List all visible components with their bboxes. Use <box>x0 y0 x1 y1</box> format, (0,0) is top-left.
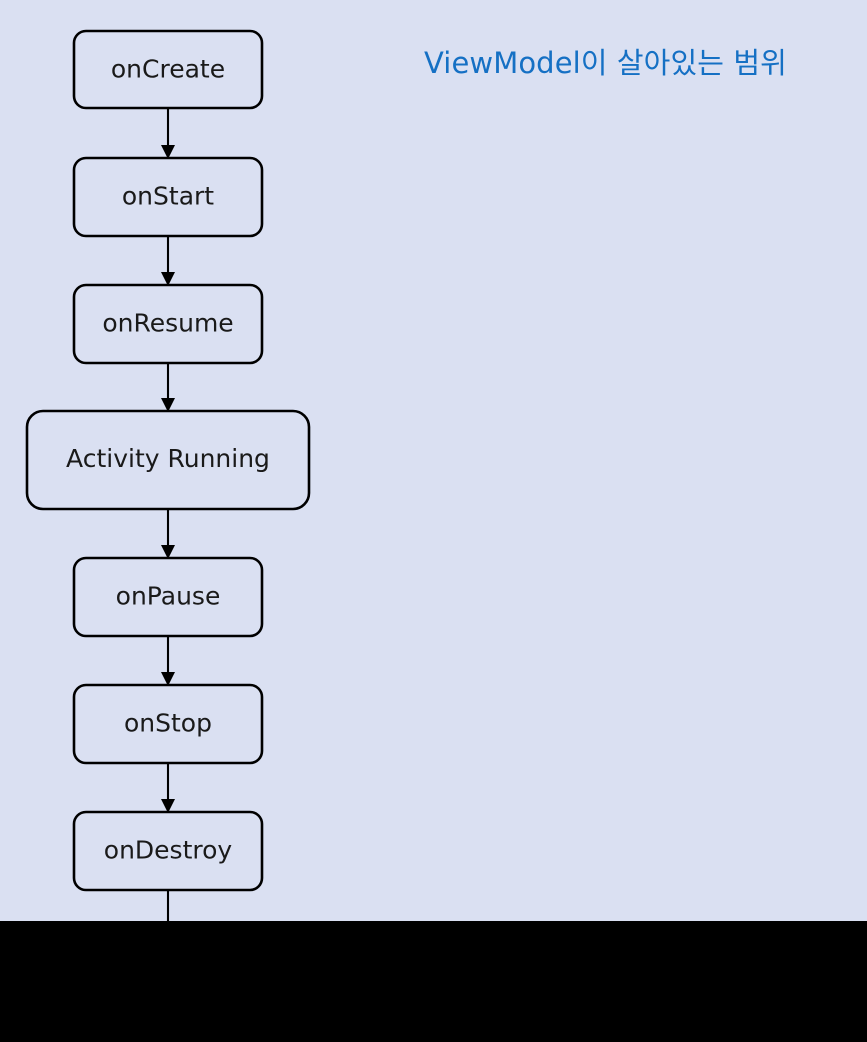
node-activity-running-shape[interactable] <box>25 409 311 511</box>
node-onstart-shape[interactable] <box>72 156 264 238</box>
node-oncreate-label: onCreate <box>111 55 225 84</box>
edge-onpause-to-onstop <box>161 636 175 686</box>
node-onpause[interactable]: onPause <box>72 556 264 638</box>
node-ondestroy[interactable]: onDestroy <box>72 810 264 892</box>
edge-onresume-to-activity-running <box>161 363 175 412</box>
cutoff-band <box>0 921 867 1042</box>
node-onresume-label: onResume <box>102 309 233 338</box>
node-activity-running[interactable]: Activity Running <box>25 409 311 511</box>
node-ondestroy-label: onDestroy <box>104 836 233 865</box>
flow-edges <box>161 108 175 921</box>
node-ondestroy-shape[interactable] <box>72 810 264 892</box>
node-onresume[interactable]: onResume <box>72 283 264 365</box>
edge-oncreate-to-onstart <box>161 108 175 159</box>
edge-onstop-to-ondestroy <box>161 763 175 813</box>
node-oncreate[interactable]: onCreate <box>72 29 264 110</box>
node-onresume-shape[interactable] <box>72 283 264 365</box>
viewmodel-scope-title: ViewModel이 살아있는 범위 <box>424 46 787 80</box>
node-onstop-shape[interactable] <box>72 683 264 765</box>
lifecycle-flowchart: onCreate onStart onResume Activity Runni… <box>25 29 311 921</box>
node-oncreate-shape[interactable] <box>72 29 264 110</box>
node-onstop-label: onStop <box>124 709 212 738</box>
node-onstart[interactable]: onStart <box>72 156 264 238</box>
node-onpause-shape[interactable] <box>72 556 264 638</box>
node-onstart-label: onStart <box>122 182 214 211</box>
node-onpause-label: onPause <box>116 582 221 611</box>
edge-activity-running-to-onpause <box>161 509 175 559</box>
node-activity-running-label: Activity Running <box>66 444 270 473</box>
node-onstop[interactable]: onStop <box>72 683 264 765</box>
edge-onstart-to-onresume <box>161 236 175 286</box>
